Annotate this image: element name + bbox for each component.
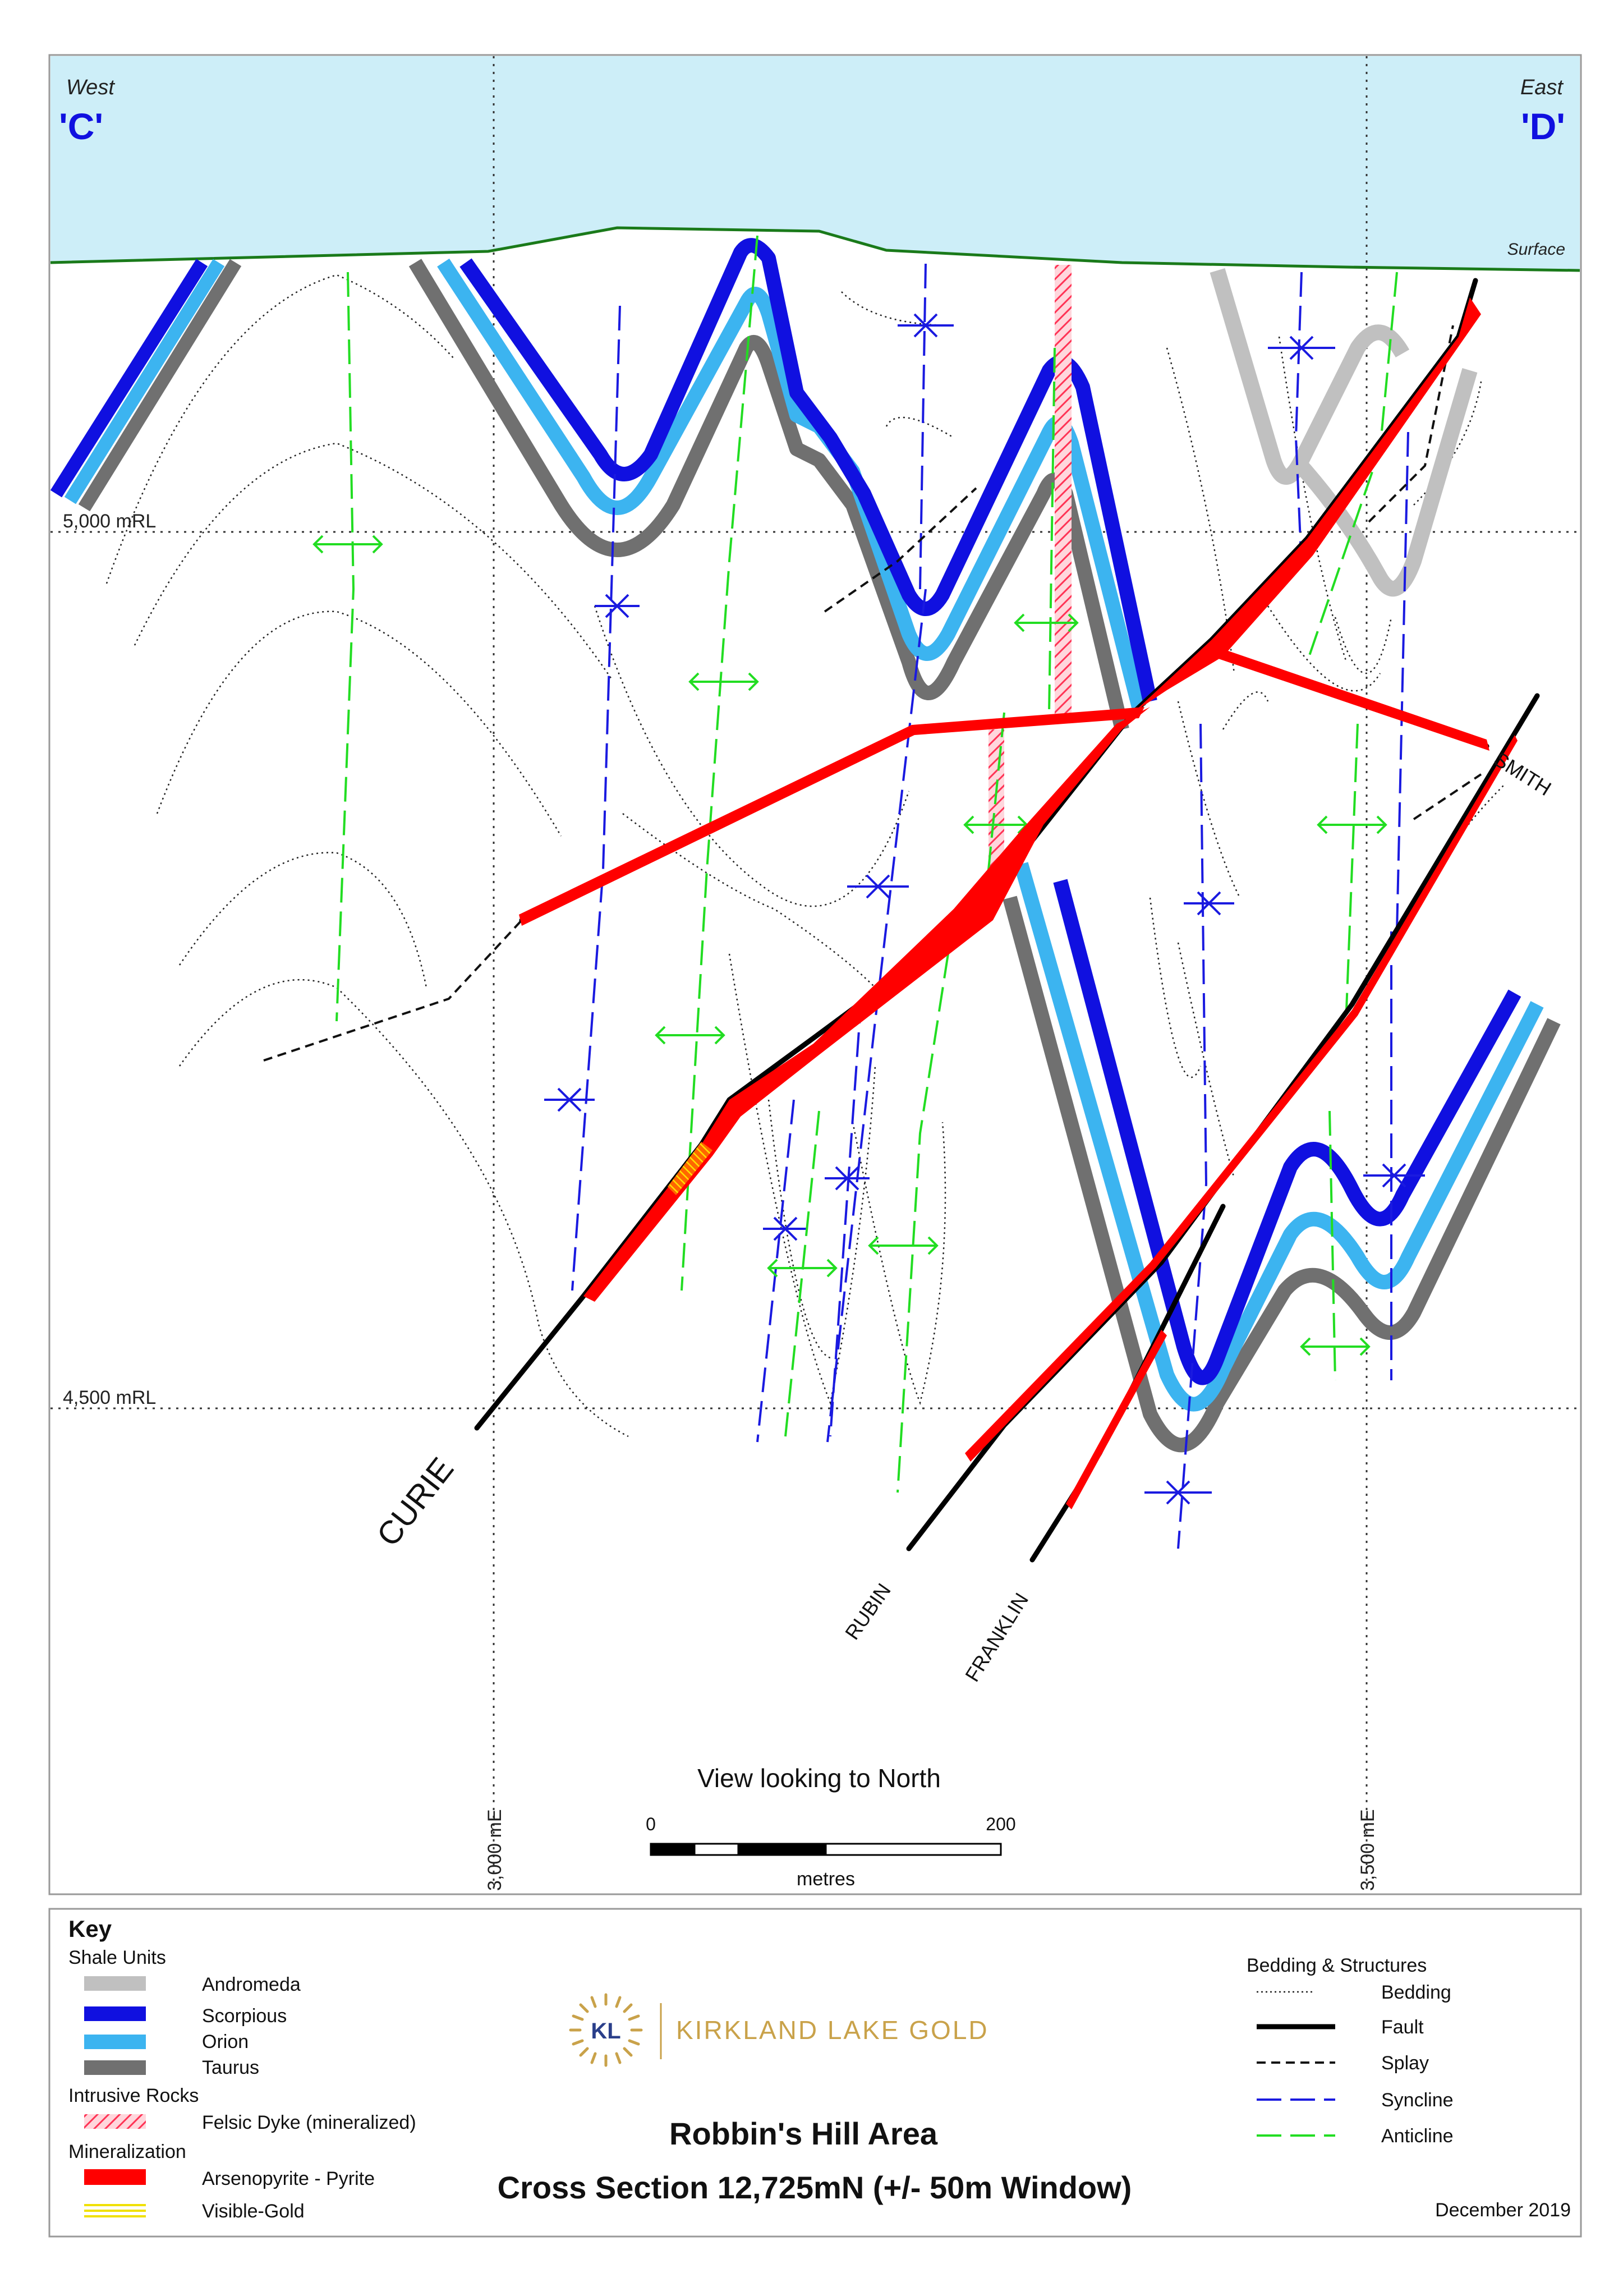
map-title: Robbin's Hill Area — [669, 2116, 938, 2151]
felsic-dyke-swatch — [84, 2114, 146, 2129]
taurus-label: Taurus — [202, 2057, 259, 2078]
andromeda-label: Andromeda — [202, 1974, 301, 1995]
west-point-label: 'C' — [59, 105, 103, 147]
east-point-label: 'D' — [1521, 105, 1565, 147]
key-frame — [48, 1908, 1582, 2238]
view-direction-label: View looking to North — [697, 1764, 941, 1793]
fault-label: Fault — [1381, 2017, 1424, 2038]
bedding-label: Bedding — [1381, 1982, 1451, 2003]
mineralization-zones — [519, 297, 1518, 1509]
splay-lines — [263, 325, 1482, 1062]
splay-label: Splay — [1381, 2052, 1429, 2074]
company-logo: KL KIRKLAND LAKE GOLD — [569, 1993, 989, 2067]
syncline-label: Syncline — [1381, 2090, 1454, 2111]
easting-3000-label: 3,000 mE — [484, 1809, 505, 1891]
scale-end-label: 200 — [986, 1814, 1015, 1834]
intrusive-heading: Intrusive Rocks — [68, 2085, 199, 2106]
logo-text: KIRKLAND LAKE GOLD — [676, 2015, 989, 2045]
syncline-markers — [544, 313, 1425, 1505]
andromeda-swatch — [84, 1976, 146, 1991]
anticline-label: Anticline — [1381, 2125, 1454, 2147]
east-label: East — [1520, 76, 1564, 99]
arsenopyrite-swatch — [84, 2169, 146, 2185]
west-label: West — [66, 76, 115, 99]
map-frame — [48, 54, 1582, 1895]
felsic-dyke-label: Felsic Dyke (mineralized) — [202, 2112, 416, 2133]
logo-initials: KL — [591, 2019, 620, 2044]
structures-heading: Bedding & Structures — [1247, 1955, 1427, 1976]
visible-gold-swatch — [84, 2204, 146, 2217]
shale-units-heading: Shale Units — [68, 1947, 166, 1968]
shale-bands-west — [50, 259, 242, 512]
orion-label: Orion — [202, 2031, 249, 2052]
easting-3500-label: 3,500 mE — [1357, 1809, 1378, 1891]
shale-bands-east — [1003, 862, 1561, 1453]
surface-label: Surface — [1507, 240, 1565, 259]
visible-gold-label: Visible-Gold — [202, 2201, 305, 2222]
arsenopyrite-label: Arsenopyrite - Pyrite — [202, 2168, 375, 2189]
visible-gold-zone — [668, 1142, 712, 1195]
key-title: Key — [68, 1916, 112, 1942]
orion-swatch — [84, 2035, 146, 2049]
sunburst-icon — [569, 1993, 643, 2067]
sky-area — [50, 56, 1580, 270]
scorpious-label: Scorpious — [202, 2005, 287, 2027]
rl-4500-label: 4,500 mRL — [63, 1387, 156, 1408]
andromeda-bands — [1210, 268, 1478, 597]
surface-line — [50, 226, 1580, 272]
rl-5000-label: 5,000 mRL — [63, 511, 156, 532]
felsic-dyke-upper — [1055, 265, 1072, 719]
map-subtitle: Cross Section 12,725mN (+/- 50m Window) — [498, 2170, 1132, 2205]
mineralization-heading: Mineralization — [68, 2141, 186, 2162]
scale-unit-label: metres — [797, 1868, 855, 1890]
map-date: December 2019 — [1435, 2199, 1571, 2221]
anticline-markers — [312, 535, 1387, 1356]
scorpious-swatch — [84, 2006, 146, 2021]
taurus-swatch — [84, 2060, 146, 2075]
scale-bar — [650, 1843, 1002, 1856]
scale-start-label: 0 — [646, 1814, 656, 1834]
